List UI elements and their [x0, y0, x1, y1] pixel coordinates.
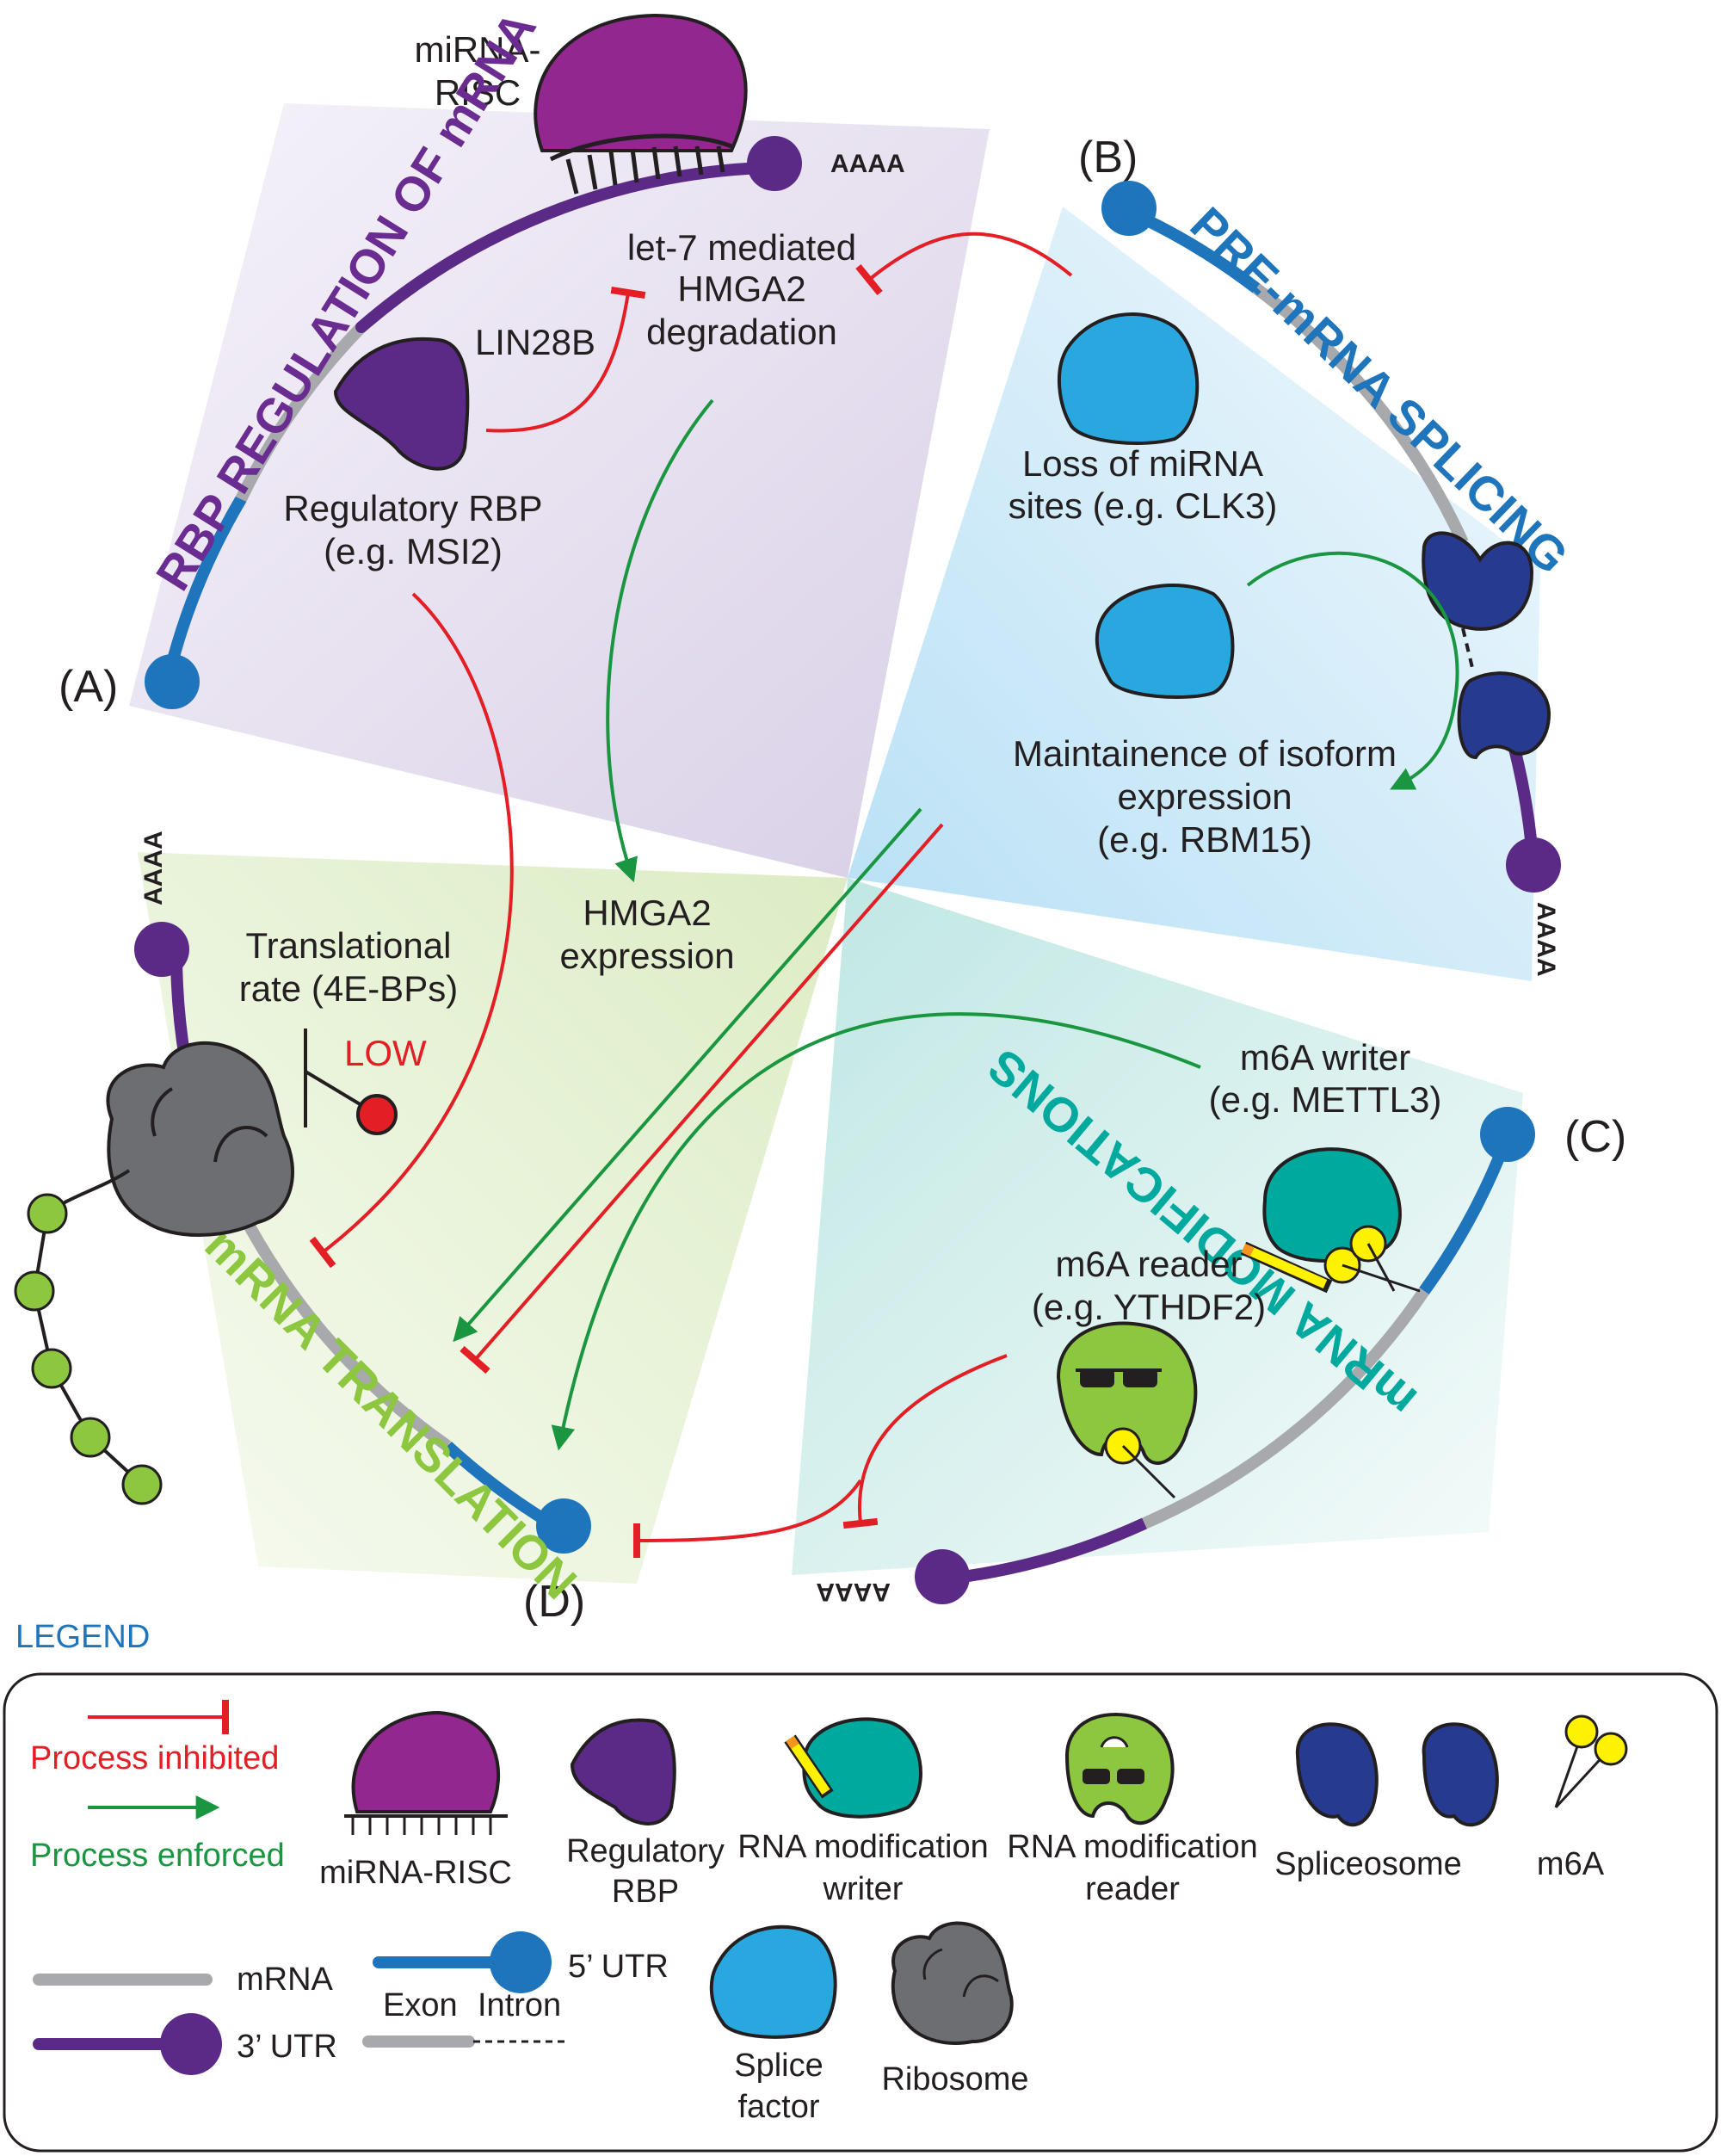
- inhibit-arrow-loss: [855, 232, 1073, 296]
- legend-mrna: mRNA: [237, 1961, 334, 1998]
- legend-reg-rbp-2: RBP: [612, 1874, 679, 1910]
- wedge-d: [138, 852, 848, 1584]
- mirna-risc-icon: [534, 13, 748, 195]
- reader-label-1: m6A reader: [1055, 1244, 1242, 1284]
- writer-label-1: m6A writer: [1240, 1037, 1410, 1078]
- m6a-reader-icon: [1056, 1321, 1198, 1499]
- legend-writer-2: writer: [823, 1871, 904, 1907]
- utr3-cap-c: [915, 1549, 970, 1604]
- writer-label-2: (e.g. METTL3): [1209, 1079, 1442, 1120]
- inhibit-arrow-reader-translation: [632, 1479, 862, 1559]
- polyA-a: AAAA: [830, 150, 905, 178]
- polyA-b: AAAA: [1532, 902, 1560, 977]
- legend-inhibited: Process inhibited: [30, 1740, 279, 1776]
- enforce-arrow-splice: [1246, 551, 1459, 790]
- let7-label-3: degradation: [646, 312, 837, 352]
- mirna-risc-label-2: RISC: [435, 72, 521, 113]
- legend-m6a: m6A: [1537, 1846, 1605, 1882]
- legend-spliceosome-icon-left: [1295, 1722, 1379, 1827]
- spliceosome-icon-top: [1422, 531, 1534, 631]
- hmga2-label-2: expression: [559, 936, 734, 976]
- spliceosome-icon-bottom: [1457, 671, 1551, 760]
- wedge-c: [792, 878, 1523, 1575]
- loss-label-2: sites (e.g. CLK3): [1009, 485, 1278, 526]
- ribosome-icon: [14, 1041, 294, 1505]
- legend-reader-1: RNA modification: [1007, 1829, 1257, 1865]
- panel-label-c: (C): [1564, 1112, 1626, 1162]
- wedge-a: [129, 103, 990, 878]
- inhibit-arrow-reader: [842, 1354, 1008, 1529]
- enforce-arrow-writer: [551, 1012, 1201, 1451]
- panel-label-a: (A): [59, 662, 118, 712]
- quadrant-wedges: [129, 103, 1540, 1584]
- legend-mirna-risc: miRNA-RISC: [319, 1855, 512, 1891]
- low-label: LOW: [344, 1033, 427, 1073]
- legend-splice-2: factor: [737, 2089, 819, 2125]
- legend-utr5: 5’ UTR: [568, 1949, 669, 1985]
- utr3-cap-b: [1506, 837, 1561, 893]
- splice-factor-icon-1: [1057, 312, 1200, 445]
- legend-m6a-icon: [1554, 1714, 1628, 1809]
- regulatory-rbp-icon: [333, 337, 470, 471]
- legend-exon: Exon: [383, 1987, 458, 2023]
- legend-utr5-icon: [373, 1931, 552, 1993]
- reg-rbp-label-2: (e.g. MSI2): [324, 531, 503, 571]
- hmga2-label-1: HMGA2: [583, 893, 711, 933]
- maint-label-2: expression: [1117, 776, 1292, 817]
- legend-reg-rbp-1: Regulatory: [566, 1833, 725, 1869]
- legend-mirna-risc-icon: [344, 1710, 508, 1835]
- legend-reader-2: reader: [1085, 1871, 1180, 1907]
- enforce-arrow-let7: [606, 398, 714, 883]
- polyA-c: AAAA: [816, 1578, 891, 1606]
- utr3-cap-d: [134, 922, 189, 977]
- trans-label-2: rate (4E-BPs): [239, 968, 458, 1009]
- strand-c: [915, 1107, 1535, 1604]
- m6a-writer-icon: [1240, 1147, 1421, 1294]
- polyA-d: AAAA: [139, 831, 168, 905]
- legend-spliceosome: Spliceosome: [1274, 1846, 1462, 1882]
- legend-utr3-icon: [33, 2013, 222, 2075]
- inhibit-arrow-rbp: [309, 592, 514, 1269]
- legend-ribosome: Ribosome: [881, 2061, 1028, 2097]
- utr5-cap-c: [1480, 1107, 1535, 1162]
- maint-label-3: (e.g. RBM15): [1097, 819, 1312, 860]
- loss-label-1: Loss of miRNA: [1022, 443, 1263, 484]
- inhibit-arrow-lin28b: [485, 286, 646, 433]
- let7-label-1: let-7 mediated: [627, 227, 856, 268]
- utr3-cap-a: [747, 136, 802, 191]
- let7-label-2: HMGA2: [677, 269, 805, 309]
- legend-reader-icon: [1064, 1713, 1175, 1825]
- legend-intron: Intron: [478, 1987, 561, 2023]
- panel-label-b: (B): [1078, 133, 1138, 182]
- legend-writer-icon: [784, 1717, 922, 1819]
- legend-reg-rbp-icon: [570, 1718, 676, 1825]
- legend-ribosome-icon: [891, 1921, 1014, 2045]
- trans-label-1: Translational: [246, 925, 452, 966]
- lin28b-label: LIN28B: [475, 322, 595, 362]
- mirna-risc-label-1: miRNA-: [415, 29, 541, 70]
- panel-label-d: (D): [523, 1577, 585, 1627]
- legend-splice-factor-icon: [709, 1924, 837, 2039]
- maint-label-1: Maintainence of isoform: [1013, 733, 1397, 774]
- utr5-cap-a: [145, 654, 200, 709]
- enforce-arrow-maint: [453, 807, 922, 1343]
- legend-writer-1: RNA modification: [737, 1829, 988, 1865]
- legend-spliceosome-icon-right: [1422, 1722, 1499, 1827]
- legend-utr3: 3’ UTR: [237, 2029, 337, 2065]
- splice-factor-icon-2: [1095, 584, 1235, 699]
- utr5-cap-b: [1101, 181, 1157, 236]
- legend-splice-1: Splice: [734, 2048, 823, 2084]
- strand-b: [1101, 181, 1561, 893]
- reader-label-2: (e.g. YTHDF2): [1032, 1287, 1266, 1327]
- utr5-cap-d: [536, 1498, 591, 1554]
- legend-title: LEGEND: [15, 1619, 150, 1655]
- reg-rbp-label-1: Regulatory RBP: [283, 488, 542, 528]
- legend-enforced: Process enforced: [30, 1838, 285, 1874]
- low-rate-icon: [304, 1029, 398, 1135]
- inhibit-arrow-maint: [460, 823, 944, 1375]
